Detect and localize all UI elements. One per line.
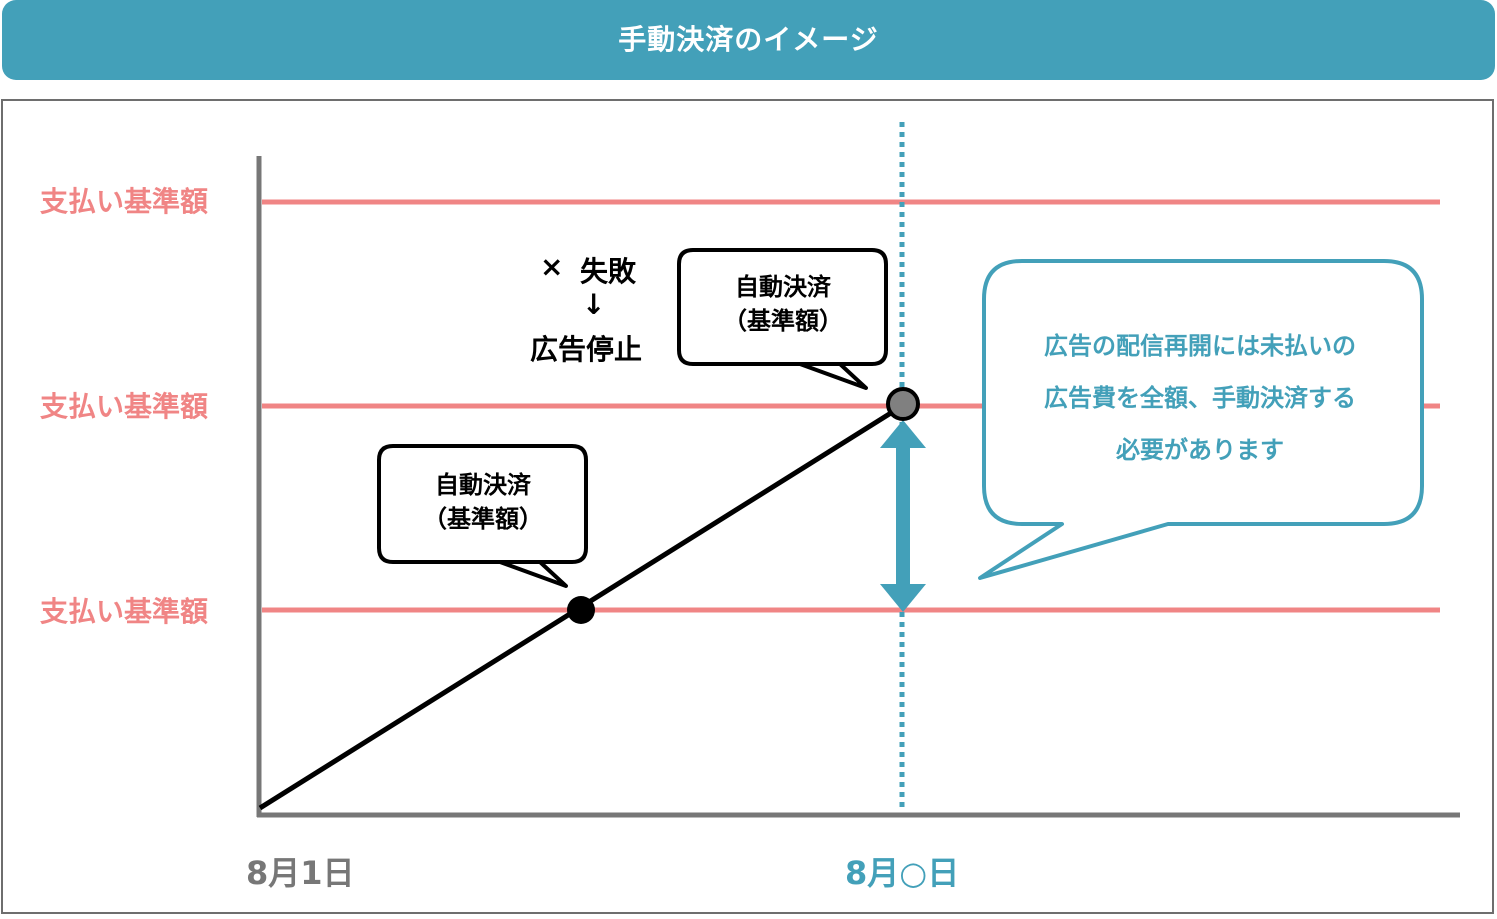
header-bar: 手動決済のイメージ: [2, 0, 1495, 80]
bubble-1-text: 自動決済 （基準額）: [381, 468, 585, 536]
reference-label-middle: 支払い基準額: [40, 390, 209, 423]
diagram-frame: [1, 99, 1494, 914]
ad-stop-label: 広告停止: [530, 333, 643, 366]
failure-mark: ×: [540, 250, 564, 283]
reference-label-bottom: 支払い基準額: [40, 595, 209, 628]
axis-start-label: 8月1日: [246, 854, 355, 892]
note-line1: 広告の配信再開には未払いの: [1044, 332, 1356, 360]
note-line3: 必要があります: [1116, 436, 1284, 464]
note-bubble: [978, 259, 1424, 580]
note-line2: 広告費を全額、手動決済する: [1044, 384, 1356, 412]
bubble-2-text: 自動決済 （基準額）: [681, 270, 885, 338]
bubble-auto-payment-1: [377, 444, 588, 588]
gap-arrow-down-head: [880, 584, 926, 612]
bubble-2-line2: （基準額）: [723, 307, 843, 335]
failure-label: 失敗: [580, 255, 637, 288]
gap-arrow-up-head: [880, 420, 926, 448]
bubble-auto-payment-2: [677, 248, 888, 390]
bubble-2-line1: 自動決済: [735, 273, 831, 301]
reference-label-top: 支払い基準額: [40, 185, 209, 218]
down-arrow-icon: ↓: [582, 288, 606, 321]
auto-payment-point: [567, 596, 595, 624]
axis-end-label: 8月○日: [845, 854, 960, 892]
failed-payment-point: [886, 387, 920, 421]
bubble-1-line1: 自動決済: [435, 471, 531, 499]
bubble-1-line2: （基準額）: [423, 505, 543, 533]
page-title: 手動決済のイメージ: [618, 23, 879, 56]
note-text: 広告の配信再開には未払いの 広告費を全額、手動決済する 必要があります: [990, 320, 1410, 476]
